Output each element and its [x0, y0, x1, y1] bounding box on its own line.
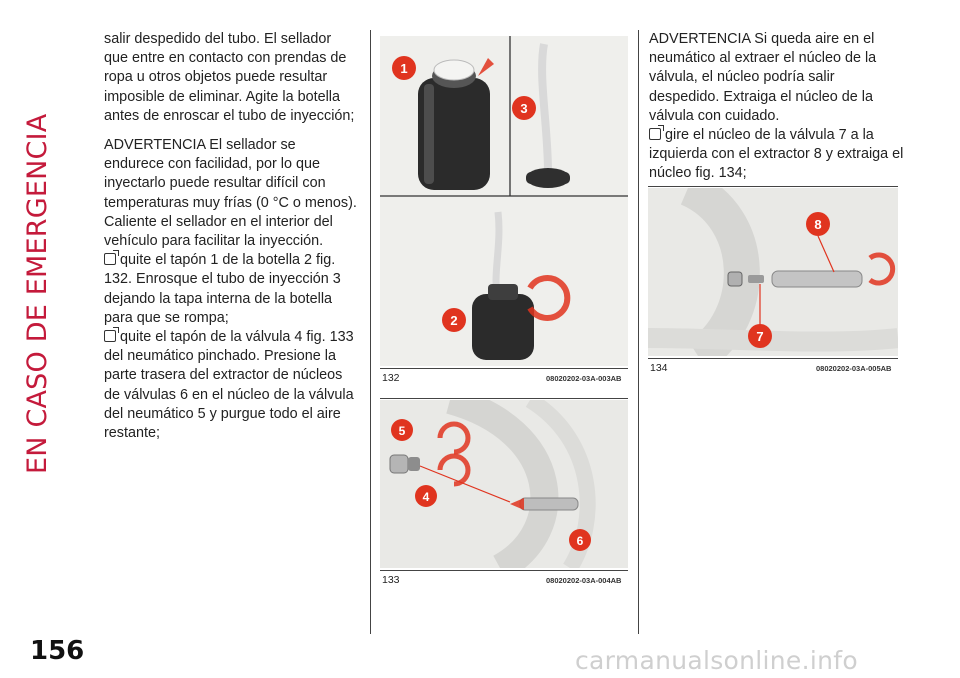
callout-6-label: 6	[577, 534, 584, 548]
figure-134-top-rule	[648, 186, 898, 187]
callout-8	[806, 212, 830, 236]
figure-134-callouts: 8 7	[748, 212, 830, 348]
callout-7	[748, 324, 772, 348]
paragraph-1: salir despedido del tubo. El sellador qu…	[104, 31, 355, 124]
figure-133-caption-rule	[380, 570, 628, 571]
callout-5-label: 5	[399, 424, 406, 438]
column-divider	[370, 30, 371, 634]
figure-132-caption-rule	[380, 368, 628, 369]
bullet-item-2: quite el tapón de la válvula 4 fig. 133 …	[104, 327, 359, 443]
figure-134: 8 7	[648, 188, 898, 356]
callout-8-label: 8	[814, 217, 821, 232]
bullet-text: quite el tapón 1 de la botella 2 fig. 13…	[104, 252, 341, 326]
section-side-title: EN CASO DE EMERGENCIA	[22, 113, 53, 474]
bullet-item-3: gire el núcleo de la válvula 7 a la izqu…	[649, 125, 904, 184]
figure-134-code: 08020202-03A-005AB	[816, 364, 892, 373]
figure-133-callouts: 5 4 6	[391, 419, 591, 551]
column-3-text: ADVERTENCIA Si queda aire en el neumátic…	[649, 30, 904, 184]
warning-paragraph-2: ADVERTENCIA Si queda aire en el neumátic…	[649, 31, 877, 124]
figure-133-number: 133	[382, 574, 400, 586]
callout-4-label: 4	[423, 490, 430, 504]
bullet-icon	[649, 125, 664, 141]
figure-132-number: 132	[382, 372, 400, 384]
figure-132-illustration	[380, 36, 628, 366]
callout-1-label: 1	[400, 61, 407, 76]
figure-132-callouts: 1 3 2	[392, 56, 536, 332]
column-1-text: salir despedido del tubo. El sellador qu…	[104, 30, 359, 443]
bullet-text: quite el tapón de la válvula 4 fig. 133 …	[104, 329, 354, 442]
bullet-item-1: quite el tapón 1 de la botella 2 fig. 13…	[104, 250, 359, 328]
page-number: 156	[30, 636, 85, 666]
figure-134-number: 134	[650, 362, 668, 374]
bullet-icon	[104, 250, 119, 266]
bullet-icon	[104, 327, 119, 343]
callout-6	[569, 529, 591, 551]
warning-paragraph: ADVERTENCIA El sellador se endurece con …	[104, 137, 357, 250]
column-divider	[638, 30, 639, 634]
callout-2	[442, 308, 466, 332]
callout-1	[392, 56, 416, 80]
callout-5	[391, 419, 413, 441]
figure-133: 5 4 6	[380, 400, 628, 568]
callout-3	[512, 96, 536, 120]
figure-132-code: 08020202-03A-003AB	[546, 374, 622, 383]
bullet-text: gire el núcleo de la válvula 7 a la izqu…	[649, 127, 904, 182]
callout-3-label: 3	[520, 101, 527, 116]
figure-133-code: 08020202-03A-004AB	[546, 576, 622, 585]
callout-7-label: 7	[756, 329, 763, 344]
watermark-link[interactable]: carmanualsonline.info	[575, 646, 858, 675]
callout-2-label: 2	[450, 313, 457, 328]
figure-132: 1 3 2	[380, 36, 628, 366]
callout-4	[415, 485, 437, 507]
figure-134-caption-rule	[648, 358, 898, 359]
figure-133-top-rule	[380, 398, 628, 399]
figure-134-illustration	[648, 188, 898, 356]
